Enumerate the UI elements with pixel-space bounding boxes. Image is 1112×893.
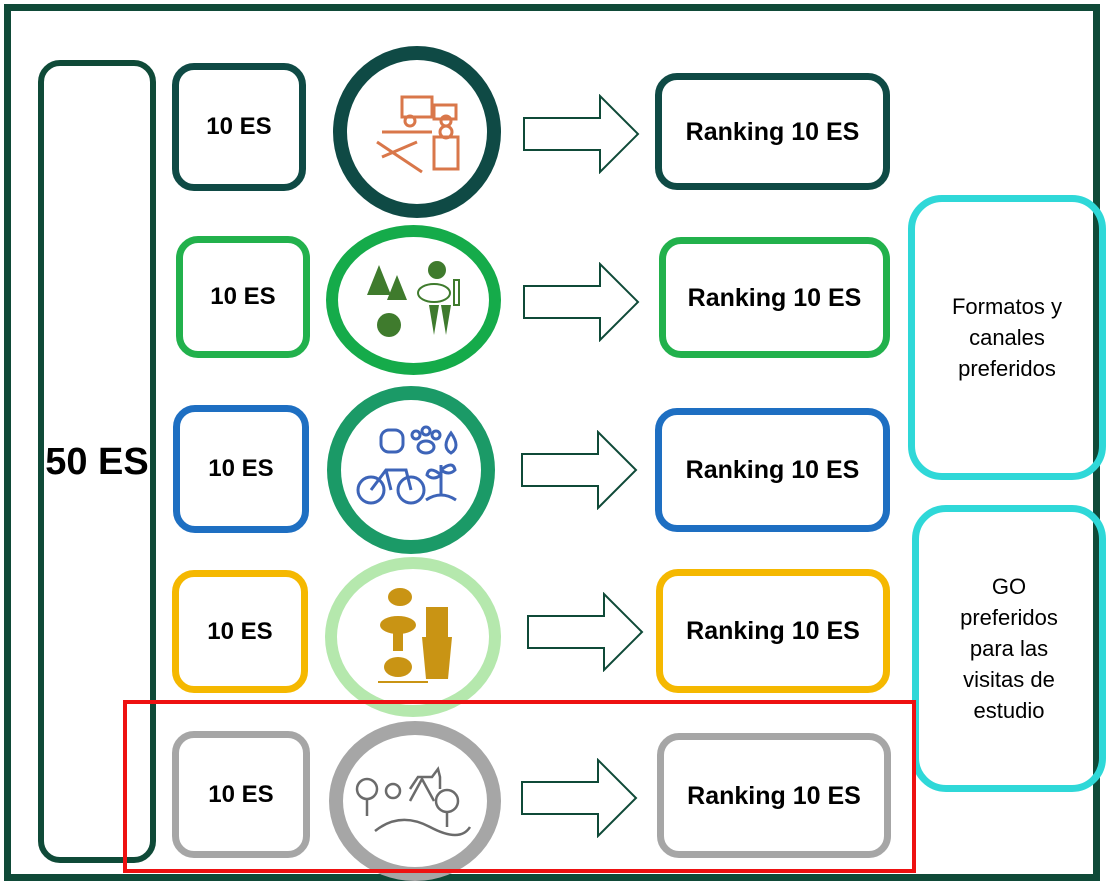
side-box-formats-text: Formatos y canales preferidos xyxy=(951,294,1063,381)
es-category-circle-1 xyxy=(333,46,501,218)
total-es-box: 50 ES xyxy=(38,60,156,863)
forestry-production-icon xyxy=(376,95,460,174)
ranking-box-4: Ranking 10 ES xyxy=(656,569,890,693)
group-box-5: 10 ES xyxy=(172,731,310,858)
ranking-label-3: Ranking 10 ES xyxy=(685,456,860,484)
group-box-2: 10 ES xyxy=(176,236,310,358)
arrow-4 xyxy=(527,592,644,672)
food-products-icon xyxy=(378,588,452,683)
group-label-1: 10 ES xyxy=(206,113,272,140)
arrow-1 xyxy=(523,94,640,174)
group-box-4: 10 ES xyxy=(172,570,308,693)
ranking-label-4: Ranking 10 ES xyxy=(686,617,860,645)
group-box-1: 10 ES xyxy=(172,63,306,191)
group-label-4: 10 ES xyxy=(207,617,273,645)
highlight-rectangle xyxy=(123,700,916,873)
outer-frame xyxy=(4,4,1100,881)
es-category-circle-2 xyxy=(326,225,501,375)
ranking-box-2: Ranking 10 ES xyxy=(659,237,890,358)
ranking-box-5: Ranking 10 ES xyxy=(657,733,891,858)
side-box-formats: Formatos y canales preferidos xyxy=(908,195,1106,480)
group-label-2: 10 ES xyxy=(210,283,276,310)
arrow-3 xyxy=(521,430,638,510)
ranking-box-3: Ranking 10 ES xyxy=(655,408,890,532)
recreation-icon xyxy=(356,425,458,505)
ranking-label-2: Ranking 10 ES xyxy=(687,283,862,312)
ranking-box-1: Ranking 10 ES xyxy=(655,73,890,190)
landscape-icon xyxy=(355,766,472,837)
arrow-2 xyxy=(523,262,640,342)
group-label-3: 10 ES xyxy=(208,455,274,482)
ranking-label-5: Ranking 10 ES xyxy=(687,781,861,810)
es-category-circle-4 xyxy=(325,557,501,717)
group-box-3: 10 ES xyxy=(173,405,309,533)
side-box-go-text: GO preferidos para las visitas de estudi… xyxy=(960,574,1058,723)
group-label-5: 10 ES xyxy=(208,780,274,808)
side-box-go: GO preferidos para las visitas de estudi… xyxy=(912,505,1106,792)
ranking-label-1: Ranking 10 ES xyxy=(685,117,860,146)
climate-regulation-icon xyxy=(366,261,460,337)
arrow-5 xyxy=(521,758,638,838)
es-category-circle-3 xyxy=(327,386,495,554)
total-es-label: 50 ES xyxy=(45,440,149,483)
